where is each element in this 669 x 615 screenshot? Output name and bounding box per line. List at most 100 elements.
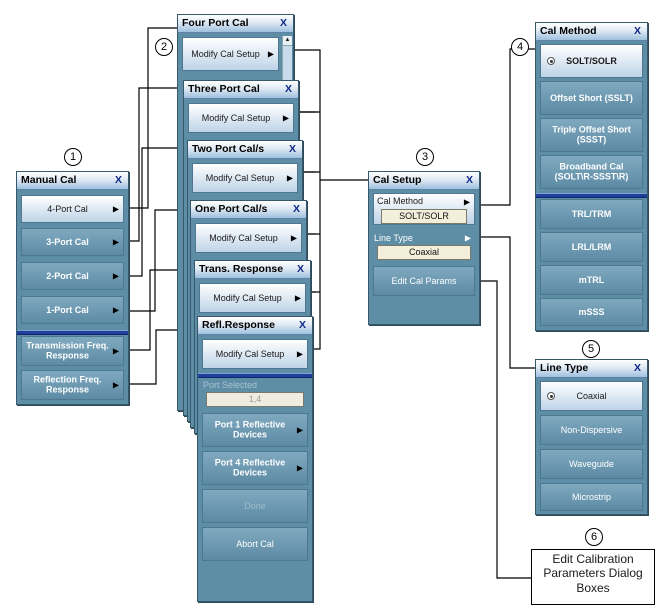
three-port-cal-titlebar: Three Port Cal X — [184, 81, 298, 99]
trans-response-modify-label: Modify Cal Setup — [213, 292, 282, 303]
trans-response-modify-cal-setup-button[interactable]: Modify Cal Setup ▶ — [199, 283, 306, 313]
edit-cal-params-label: Edit Cal Params — [391, 275, 457, 286]
chevron-right-icon[interactable]: ▶ — [464, 233, 471, 243]
four-port-modify-cal-setup-button[interactable]: Modify Cal Setup ▶ — [182, 37, 279, 71]
callout-1: 1 — [64, 148, 82, 166]
three-port-modify-label: Modify Cal Setup — [201, 112, 271, 123]
cal-method-broadband-option[interactable]: Broadband Cal (SOLT\R-SSST\R) — [540, 155, 643, 189]
two-port-cal-button[interactable]: 2-Port Cal ▶ — [21, 262, 124, 290]
radio-selected-icon — [547, 392, 555, 400]
three-port-modify-cal-setup-button[interactable]: Modify Cal Setup ▶ — [188, 103, 294, 133]
three-port-cal-button[interactable]: 3-Port Cal ▶ — [21, 228, 124, 256]
one-port-modify-cal-setup-button[interactable]: Modify Cal Setup ▶ — [195, 223, 302, 253]
two-port-modify-cal-setup-button[interactable]: Modify Cal Setup ▶ — [192, 163, 298, 193]
cal-method-close-button[interactable]: X — [633, 25, 641, 37]
chevron-right-icon: ▶ — [112, 380, 119, 390]
edit-calibration-parameters-box: Edit Calibration Parameters Dialog Boxes — [531, 549, 655, 605]
port-1-reflective-devices-button[interactable]: Port 1 Reflective Devices ▶ — [202, 413, 308, 447]
four-port-cal-titlebar: Four Port Cal X — [178, 15, 293, 33]
chevron-right-icon: ▶ — [112, 305, 119, 315]
done-button: Done — [202, 489, 308, 523]
refl-response-title: Refl.Response — [202, 319, 275, 331]
chevron-right-icon: ▶ — [290, 233, 297, 243]
refl-response-titlebar: Refl.Response X — [198, 317, 312, 335]
cal-method-trl-option[interactable]: TRL/TRM — [540, 199, 643, 229]
two-port-cal-title: Two Port Cal/s — [192, 143, 265, 155]
cal-method-solt-label: SOLT/SOLR — [566, 55, 617, 66]
three-port-cal-close-button[interactable]: X — [284, 83, 292, 95]
reflection-freq-response-button[interactable]: Reflection Freq. Response ▶ — [21, 370, 124, 400]
manual-cal-menu: Manual Cal X 4-Port Cal ▶ 3-Port Cal ▶ 2… — [16, 171, 129, 405]
transmission-freq-response-button[interactable]: Transmission Freq. Response ▶ — [21, 336, 124, 366]
chevron-right-icon: ▶ — [282, 113, 289, 123]
cal-method-titlebar: Cal Method X — [536, 23, 647, 41]
one-port-cal-label: 1-Port Cal — [46, 304, 89, 315]
line-type-microstrip-option[interactable]: Microstrip — [540, 483, 643, 511]
cal-method-ssst-option[interactable]: Triple Offset Short (SSST) — [540, 118, 643, 152]
four-port-cal-close-button[interactable]: X — [279, 17, 287, 29]
line-type-waveguide-option[interactable]: Waveguide — [540, 449, 643, 479]
trans-response-close-button[interactable]: X — [296, 263, 304, 275]
one-port-cal-titlebar: One Port Cal/s X — [191, 201, 306, 219]
callout-2: 2 — [155, 38, 173, 56]
refl-response-close-button[interactable]: X — [298, 319, 306, 331]
cal-method-solt-option[interactable]: SOLT/SOLR — [540, 44, 643, 78]
refl-response-separator — [198, 373, 312, 378]
four-port-modify-label: Modify Cal Setup — [191, 48, 260, 59]
two-port-cal-close-button[interactable]: X — [288, 143, 296, 155]
callout-4: 4 — [511, 38, 529, 56]
manual-cal-close-button[interactable]: X — [114, 174, 122, 186]
cal-method-ssl-option[interactable]: Offset Short (SSLT) — [540, 81, 643, 115]
cal-method-mtrl-option[interactable]: mTRL — [540, 265, 643, 295]
cal-method-label: Cal Method — [377, 196, 424, 206]
four-port-cal-title: Four Port Cal — [182, 17, 249, 29]
cal-setup-titlebar: Cal Setup X — [369, 172, 479, 190]
refl-response-modify-cal-setup-button[interactable]: Modify Cal Setup ▶ — [202, 339, 308, 369]
transmission-freq-response-label: Transmission Freq. Response — [26, 340, 109, 361]
line-type-menu: Line Type X Coaxial Non-Dispersive Waveg… — [535, 359, 648, 515]
cal-method-msss-option[interactable]: mSSS — [540, 298, 643, 326]
four-port-scrollbar[interactable]: ▲ — [282, 36, 292, 86]
two-port-cal-label: 2-Port Cal — [46, 270, 89, 281]
cal-method-separator — [536, 193, 647, 198]
cal-setup-title: Cal Setup — [373, 174, 422, 186]
cal-method-mtrl-label: mTRL — [578, 274, 605, 285]
line-type-titlebar: Line Type X — [536, 360, 647, 378]
abort-cal-label: Abort Cal — [236, 538, 274, 549]
manual-cal-title: Manual Cal — [21, 174, 77, 186]
refl-response-modify-label: Modify Cal Setup — [215, 348, 285, 359]
line-type-nondispersive-option[interactable]: Non-Dispersive — [540, 415, 643, 445]
line-type-microstrip-label: Microstrip — [571, 491, 611, 502]
one-port-cal-button[interactable]: 1-Port Cal ▶ — [21, 296, 124, 324]
cal-method-button[interactable]: Cal Method ▶ SOLT/SOLR — [373, 193, 475, 225]
chevron-right-icon: ▶ — [294, 293, 301, 303]
line-type-coaxial-option[interactable]: Coaxial — [540, 381, 643, 411]
port-4-reflective-devices-label: Port 4 Reflective Devices — [214, 457, 286, 478]
three-port-cal-title: Three Port Cal — [188, 83, 260, 95]
line-type-field[interactable]: Coaxial — [377, 245, 471, 260]
cal-method-trl-label: TRL/TRM — [571, 208, 612, 219]
refl-response-menu: Refl.Response X Modify Cal Setup ▶ Port … — [197, 316, 313, 602]
four-port-cal-label: 4-Port Cal — [47, 203, 88, 214]
cal-method-msss-label: mSSS — [578, 306, 605, 317]
cal-method-ssl-label: Offset Short (SSLT) — [550, 92, 633, 103]
one-port-cal-title: One Port Cal/s — [195, 203, 268, 215]
cal-method-lrl-option[interactable]: LRL/LRM — [540, 232, 643, 262]
done-label: Done — [244, 500, 266, 511]
chevron-right-icon: ▶ — [296, 425, 303, 435]
chevron-right-icon: ▶ — [296, 349, 303, 359]
port-selected-field: 1,4 — [206, 392, 304, 407]
chevron-right-icon: ▶ — [112, 271, 119, 281]
cal-setup-close-button[interactable]: X — [465, 174, 473, 186]
line-type-close-button[interactable]: X — [633, 362, 641, 374]
edit-cal-params-button[interactable]: Edit Cal Params — [373, 266, 475, 296]
chevron-right-icon: ▶ — [286, 173, 293, 183]
abort-cal-button[interactable]: Abort Cal — [202, 527, 308, 561]
cal-method-menu: Cal Method X SOLT/SOLR Offset Short (SSL… — [535, 22, 648, 331]
chevron-right-icon: ▶ — [112, 346, 119, 356]
two-port-modify-label: Modify Cal Setup — [205, 172, 275, 183]
one-port-cal-close-button[interactable]: X — [292, 203, 300, 215]
port-4-reflective-devices-button[interactable]: Port 4 Reflective Devices ▶ — [202, 451, 308, 485]
four-port-cal-button[interactable]: 4-Port Cal ▶ — [21, 195, 124, 223]
scroll-up-icon[interactable]: ▲ — [283, 36, 292, 46]
